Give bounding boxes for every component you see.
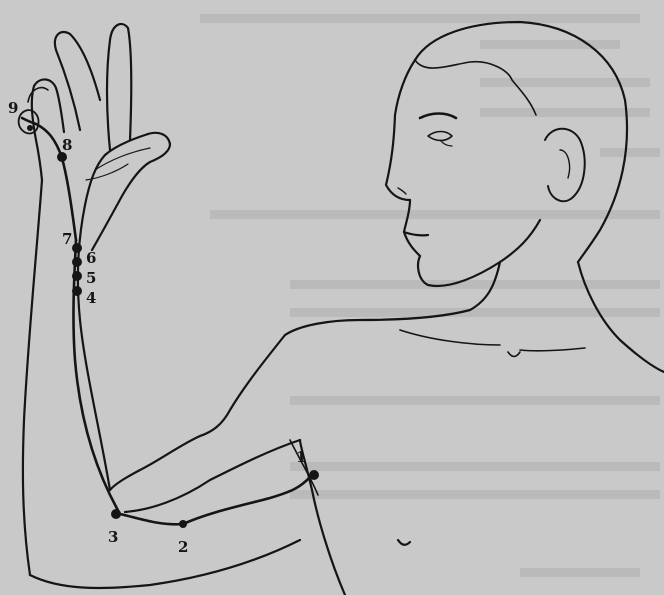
acupoint-1-dot: [309, 470, 319, 480]
acupoint-labels: 1 2 3 4 5 6 7 8 9: [8, 99, 306, 556]
acupoint-7-dot: [72, 243, 82, 253]
acupoint-7-label: 7: [62, 230, 72, 248]
acupoint-2-dot: [179, 520, 187, 528]
acupoint-6-dot: [72, 257, 82, 267]
acupoint-1-label: 1: [296, 448, 306, 466]
head-outline: [386, 22, 627, 286]
acupoint-8-label: 8: [62, 136, 72, 154]
acupoint-markers: [27, 125, 319, 528]
acupoint-9-dot: [27, 125, 33, 131]
meridian-line: [22, 118, 310, 524]
hand-outline: [19, 24, 170, 250]
acupoint-4-dot: [72, 286, 82, 296]
acupoint-3-label: 3: [108, 528, 118, 546]
acupoint-9-label: 9: [8, 99, 18, 117]
acupoint-5-dot: [72, 271, 82, 281]
acupoint-3-dot: [111, 509, 121, 519]
acupoint-5-label: 5: [86, 269, 96, 287]
acupoint-4-label: 4: [86, 289, 96, 307]
acupoint-6-label: 6: [86, 249, 96, 267]
acupoint-2-label: 2: [178, 538, 188, 556]
